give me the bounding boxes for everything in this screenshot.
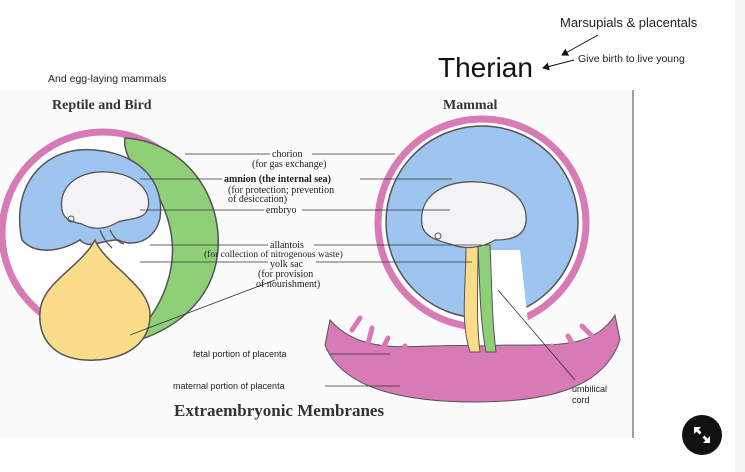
placenta-villi [349, 315, 595, 383]
label-amnion-note2: of desiccation) [228, 194, 287, 205]
expand-button[interactable] [682, 415, 722, 455]
extraembryonic-diagram: Reptile and Bird Mammal [0, 90, 634, 438]
label-chorion-note: (for gas exchange) [252, 159, 326, 170]
label-leader-lines [129, 153, 576, 387]
label-maternal-placenta: maternal portion of placenta [173, 381, 285, 391]
reptile-bird-egg [0, 128, 219, 361]
expand-arrows-icon [694, 427, 710, 443]
label-yolk-sac: yolk sac [270, 259, 304, 270]
arrow-to-marsupials [561, 34, 599, 56]
label-chorion: chorion [272, 149, 303, 160]
label-amnion: amnion (the internal sea) [224, 174, 331, 185]
label-yolk-note2: of nourishment) [256, 279, 320, 290]
left-yolk-sac [39, 238, 151, 361]
label-allantois: allantois [270, 240, 304, 251]
note-marsupials: Marsupials & placentals [560, 15, 698, 30]
label-umbilical: umbilical [572, 384, 607, 394]
note-egg-laying: And egg-laying mammals [48, 73, 167, 85]
label-fetal-placenta: fetal portion of placenta [193, 349, 287, 359]
right-embryo [421, 181, 527, 249]
diagram-caption: Extraembryonic Membranes [174, 401, 384, 420]
arrow-to-live-young [542, 59, 575, 71]
label-yolk-note1: (for provision [258, 269, 313, 280]
scroll-gutter [735, 0, 745, 472]
left-embryo [60, 171, 150, 229]
placenta-maternal [324, 313, 621, 403]
label-embryo: embryo [266, 205, 297, 216]
label-allantois-note: (for collection of nitrogenous waste) [204, 249, 343, 260]
note-live-young: Give birth to live young [578, 53, 685, 65]
therian-title: Therian [438, 52, 533, 83]
right-yolk-stalk [463, 244, 481, 353]
label-amnion-note1: (for protection; prevention [228, 185, 334, 196]
reptile-bird-title: Reptile and Bird [52, 98, 152, 113]
annotation-arrows [542, 34, 599, 71]
label-umbilical-cord: cord [572, 395, 590, 405]
mammal-embryo [324, 115, 621, 403]
right-allantois [477, 244, 497, 353]
mammal-title: Mammal [443, 98, 498, 113]
